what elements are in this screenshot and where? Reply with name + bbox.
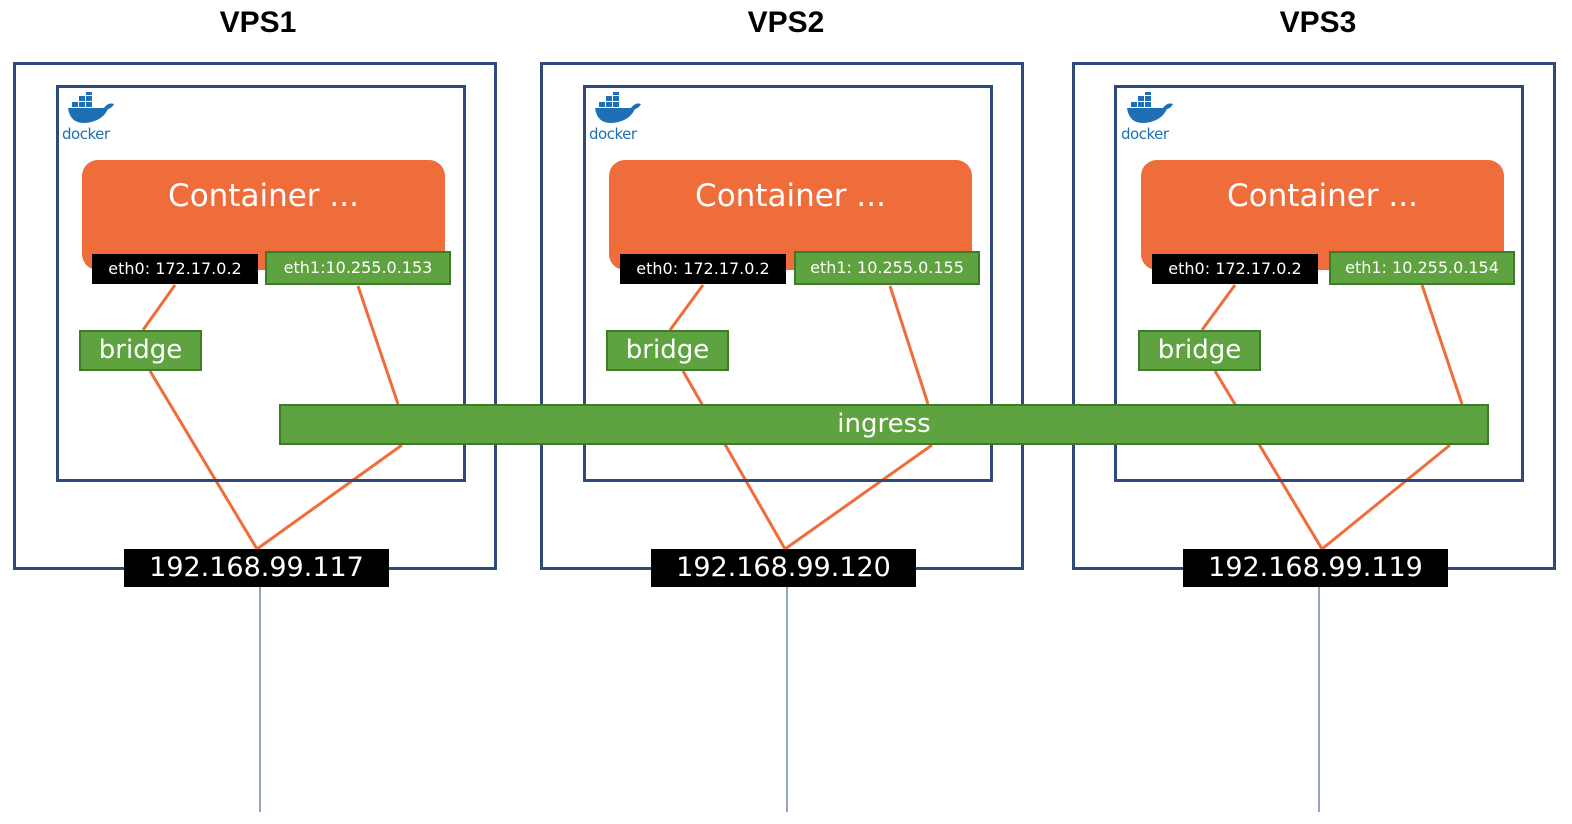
docker-label: docker [62, 125, 110, 143]
link-bridge-host [1213, 370, 1324, 550]
docker-logo: docker [1119, 91, 1179, 144]
container-label: Container ... [168, 178, 359, 214]
docker-whale-icon [595, 91, 641, 123]
link-ingress-host [1321, 443, 1451, 551]
link-bridge-host [681, 370, 787, 550]
link-ingress-host [256, 443, 403, 551]
ingress-network: ingress [279, 404, 1489, 445]
host-ip-address: 192.168.99.120 [651, 549, 916, 587]
container-label: Container ... [1227, 178, 1418, 214]
link-bridge-host [148, 370, 259, 550]
bridge-network: bridge [79, 330, 202, 371]
container-box: Container ... [609, 160, 972, 270]
docker-label: docker [589, 125, 637, 143]
docker-whale-icon [68, 91, 114, 123]
eth1-interface: eth1: 10.255.0.155 [794, 251, 980, 285]
docker-engine-frame [56, 85, 466, 482]
vps-title: VPS1 [219, 6, 297, 39]
eth0-interface: eth0: 172.17.0.2 [1152, 254, 1318, 284]
link-eth1-ingress [888, 285, 930, 405]
host-ip-address: 192.168.99.117 [124, 549, 389, 587]
eth1-interface: eth1: 10.255.0.154 [1329, 251, 1515, 285]
docker-logo: docker [587, 91, 647, 144]
vps-title: VPS3 [1279, 6, 1357, 39]
docker-engine-frame [1114, 85, 1524, 482]
link-eth0-bridge [141, 284, 177, 331]
bridge-network: bridge [606, 330, 729, 371]
link-eth1-ingress [1420, 284, 1464, 405]
docker-engine-frame [583, 85, 993, 482]
link-eth1-ingress [356, 285, 400, 405]
link-eth0-bridge [1200, 284, 1237, 331]
bridge-network: bridge [1138, 330, 1261, 371]
container-label: Container ... [695, 178, 886, 214]
docker-label: docker [1121, 125, 1169, 143]
vps-title: VPS2 [747, 6, 825, 39]
eth0-interface: eth0: 172.17.0.2 [620, 254, 786, 284]
eth1-interface: eth1:10.255.0.153 [265, 251, 451, 285]
host-ip-address: 192.168.99.119 [1183, 549, 1448, 587]
link-eth0-bridge [668, 284, 705, 331]
eth0-interface: eth0: 172.17.0.2 [92, 254, 258, 284]
docker-logo: docker [60, 91, 120, 144]
link-ingress-host [784, 443, 933, 551]
docker-whale-icon [1127, 91, 1173, 123]
